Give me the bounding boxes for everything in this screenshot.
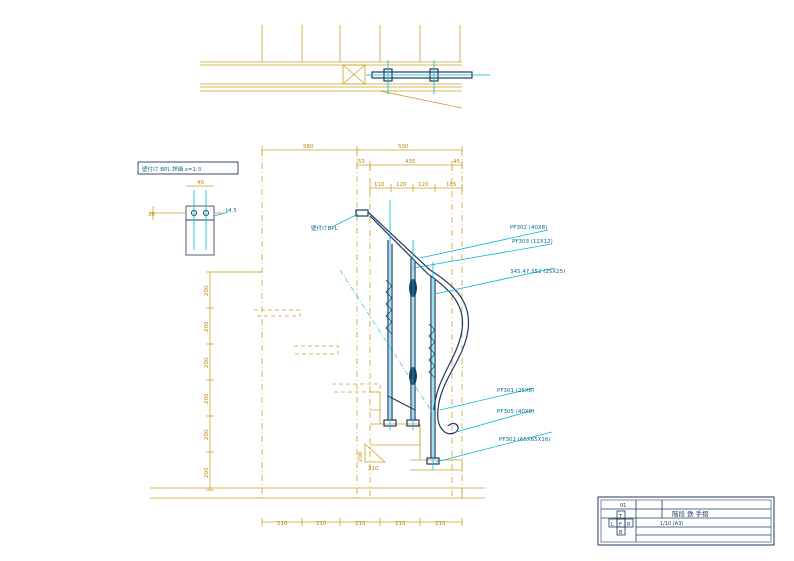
dim-left-0: 200: [204, 285, 210, 296]
drawing-title: 階段 鉄 手摺: [672, 509, 709, 518]
dim-bottom-4: 210: [435, 521, 446, 527]
dim-bottom-2: 210: [355, 521, 366, 527]
bottom-dimensions: 210 210 210 210 210: [261, 518, 463, 527]
tb-letter-r: R: [627, 522, 631, 528]
detail-title-box: [137, 161, 239, 175]
detail-dim-height: 35: [148, 212, 155, 218]
dim-left-2: 200: [204, 357, 210, 368]
dim-seg-low-3: 185: [446, 182, 457, 188]
label-pf302a: PF302 (40X8): [510, 225, 547, 231]
detail-note: t4.5: [226, 208, 237, 214]
label-pf303: PF303 (12X12): [512, 239, 553, 245]
plan-view: [200, 25, 490, 109]
handrail: [339, 200, 470, 470]
label-pf302b: PF302 (65X65X16): [499, 437, 551, 443]
left-dimensions: 200 200 200 200 200 200: [204, 271, 262, 491]
drawing-scale: 1/10 (A3): [660, 521, 683, 527]
label-pf305: PF305 (40X8): [497, 409, 534, 415]
detail-dim-width: 40: [197, 180, 204, 186]
tb-letter-f: F: [619, 522, 622, 528]
leader-labels: 壁付けBPL PF302 (40X8) PF303 (12X12) 345.47…: [311, 213, 565, 463]
dim-left-4: 200: [204, 429, 210, 440]
triangle-side: 200: [358, 451, 364, 462]
wall-centerlines: [261, 150, 463, 498]
dim-seg-low-2: 120: [418, 182, 429, 188]
wall-bpl-detail: 壁付け BPL 詳細 s=1:3 40 35 t4.5: [137, 161, 239, 256]
dim-left-3: 200: [204, 393, 210, 404]
dim-580: 580: [303, 144, 314, 150]
dim-bottom-0: 210: [277, 521, 288, 527]
dim-seg-mid-1: 435: [405, 159, 416, 165]
title-block: 01 階段 鉄 手摺 1/10 (A3) T L F R B: [597, 496, 775, 546]
floor-lines: [150, 487, 485, 499]
detail-title: 壁付け BPL 詳細 s=1:3: [142, 165, 202, 173]
slope-triangle: 210 200: [358, 443, 387, 472]
dim-left-1: 200: [204, 321, 210, 332]
triangle-label: 210: [368, 466, 379, 472]
dim-seg-mid-2: 45: [453, 159, 460, 165]
dim-seg-mid-0: 55: [358, 159, 365, 165]
label-f345: 345.47.352 (25X25): [510, 269, 565, 275]
label-pf301: PF301 (25X8): [497, 388, 534, 394]
dim-seg-low-0: 110: [374, 182, 385, 188]
dim-bottom-3: 210: [395, 521, 406, 527]
tb-letter-t: T: [618, 514, 623, 520]
sheet-number: 01: [620, 503, 626, 509]
dim-seg-low-1: 120: [396, 182, 407, 188]
tb-letter-b: B: [619, 530, 623, 536]
dim-500: 500: [398, 144, 409, 150]
label-wall-bpl: 壁付けBPL: [311, 224, 339, 232]
top-dimensions: 580 500 55 435 45 110 120 120 185: [261, 144, 463, 192]
stair-treads: [214, 271, 463, 471]
dim-bottom-1: 210: [316, 521, 327, 527]
dim-left-5: 200: [204, 467, 210, 478]
tb-letter-l: L: [611, 522, 614, 528]
